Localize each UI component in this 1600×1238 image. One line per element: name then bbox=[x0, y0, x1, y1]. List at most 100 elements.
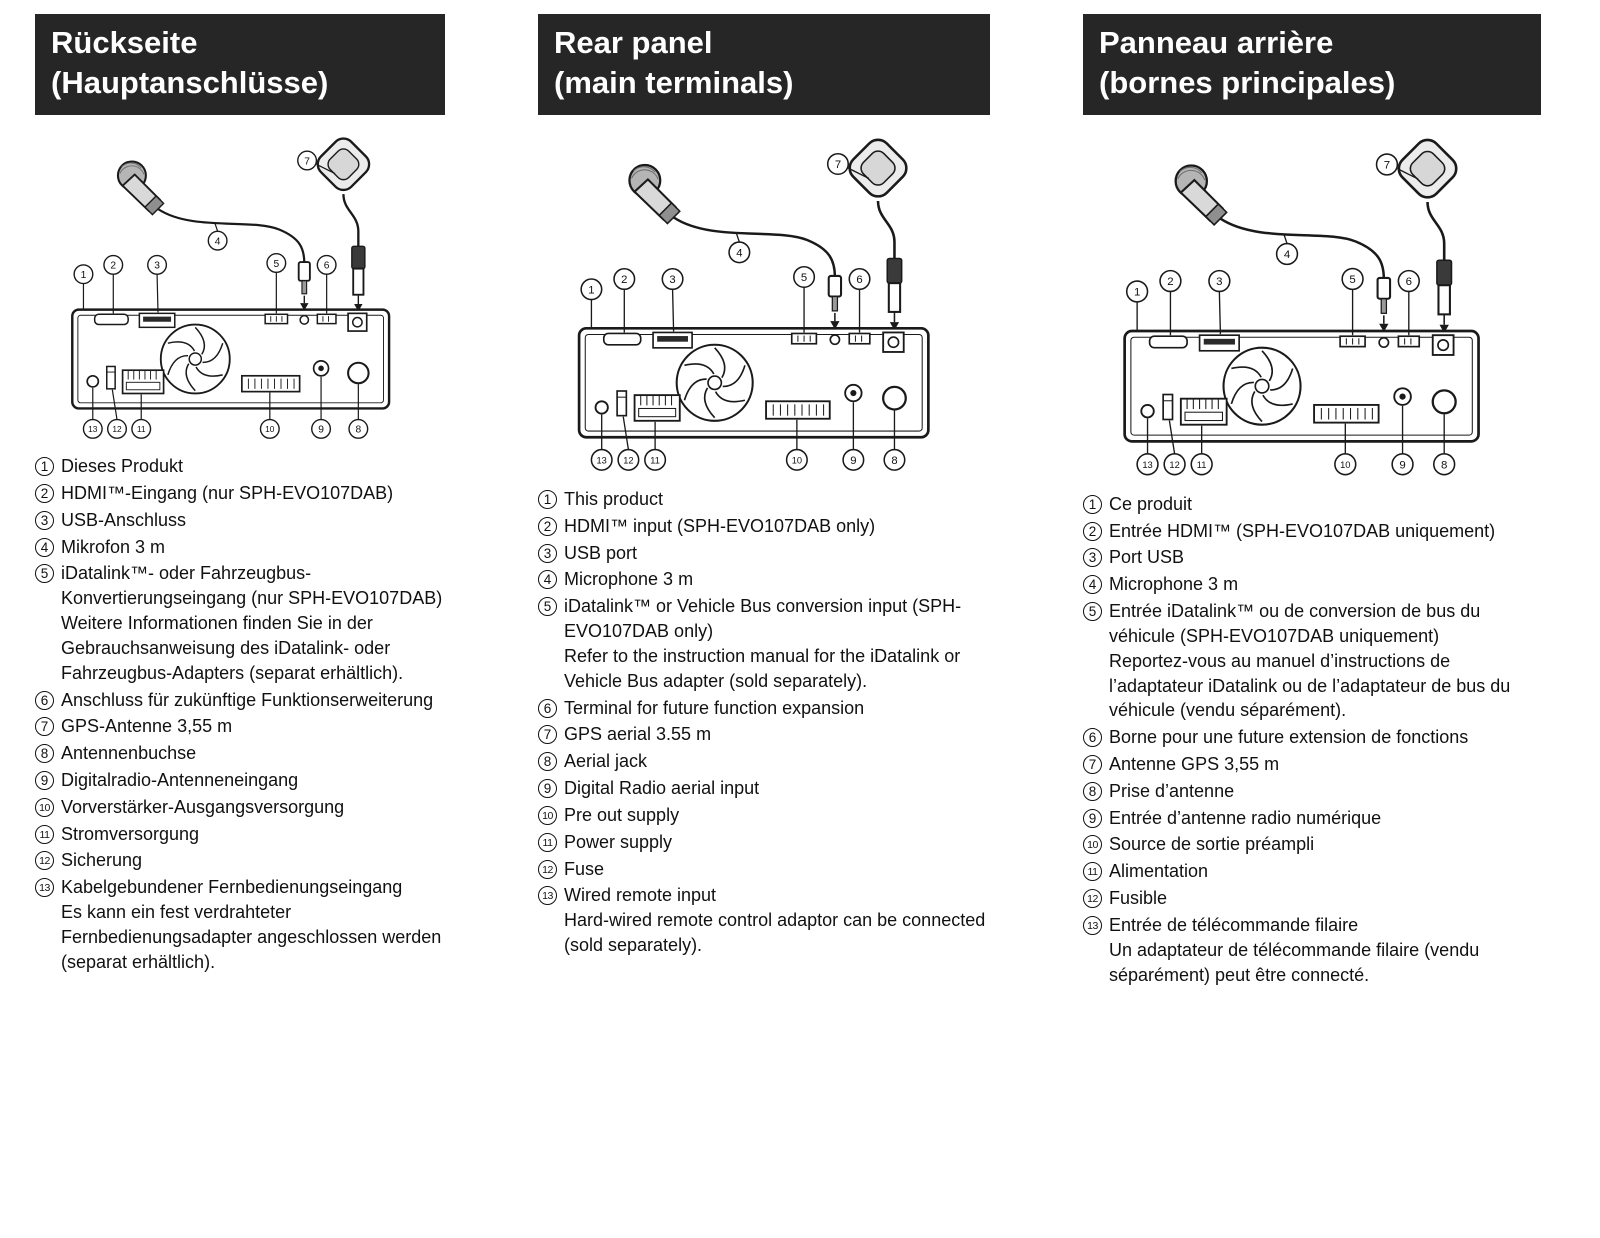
item-text: Kabelgebundener Fernbedienungseingang bbox=[61, 877, 403, 898]
circled-number: 11 bbox=[538, 832, 557, 852]
section-header: Rear panel (main terminals) bbox=[538, 14, 990, 115]
circled-number: 12 bbox=[35, 851, 54, 871]
svg-text:12: 12 bbox=[112, 424, 122, 434]
list-item: 3 Port USB bbox=[1083, 545, 1541, 570]
item-text: Antennenbuchse bbox=[61, 743, 197, 764]
circled-number: 4 bbox=[35, 537, 54, 557]
power-connector bbox=[1179, 397, 1228, 426]
gps-connector bbox=[347, 312, 368, 332]
circled-number: 1 bbox=[538, 490, 557, 509]
circled-number: 7 bbox=[35, 717, 54, 737]
expansion-port bbox=[1397, 334, 1421, 348]
item-text: GPS aerial 3.55 m bbox=[564, 724, 712, 745]
list-item: 4 Microphone 3 m bbox=[1083, 572, 1541, 597]
list-item: 11 Alimentation bbox=[1083, 859, 1541, 884]
list-item: 6 Anschluss für zukünftige Funktionserwe… bbox=[35, 688, 445, 713]
list-item: 2 HDMI™-Eingang (nur SPH-EVO107DAB) bbox=[35, 481, 445, 506]
microphone-icon bbox=[628, 163, 843, 329]
gps-connector bbox=[882, 331, 905, 353]
item-text: Dieses Produkt bbox=[61, 456, 184, 477]
circled-number: 9 bbox=[1083, 808, 1102, 828]
gps-antenna-icon bbox=[848, 138, 908, 330]
usb-port bbox=[138, 312, 176, 328]
callouts: 1 2 3 4 5 6 7 13 12 11 10 9 8 bbox=[73, 150, 369, 439]
circled-number: 3 bbox=[538, 543, 557, 563]
item-text: Power supply bbox=[564, 831, 673, 852]
list-item: 13 Kabelgebundener Fernbedienungseingang… bbox=[35, 875, 445, 974]
svg-text:8: 8 bbox=[355, 424, 361, 435]
item-text: iDatalink™- oder Fahrzeugbus-Konvertieru… bbox=[61, 563, 443, 609]
callouts: 1 2 3 4 5 6 7 13 12 11 10 9 8 bbox=[1125, 152, 1456, 476]
preout-connector bbox=[1313, 403, 1380, 424]
expansion-port bbox=[316, 313, 337, 324]
svg-text:10: 10 bbox=[792, 455, 802, 465]
circled-number: 3 bbox=[1083, 548, 1102, 568]
rear-panel-diagram-svg: 1 2 3 4 5 6 7 13 12 11 10 9 8 bbox=[577, 138, 930, 471]
mic-jack bbox=[299, 314, 310, 325]
terminal-list: 1 Ce produit 2 Entrée HDMI™ (SPH-EVO107D… bbox=[1083, 492, 1541, 988]
terminal-list: 1 This product 2 HDMI™ input (SPH-EVO107… bbox=[538, 487, 990, 958]
digital-radio-jack bbox=[1393, 386, 1412, 406]
item-text: USB-Anschluss bbox=[61, 509, 187, 530]
svg-text:11: 11 bbox=[1197, 459, 1207, 469]
circled-number: 13 bbox=[538, 886, 557, 906]
rear-panel-unit bbox=[577, 326, 930, 439]
list-item: 6 Terminal for future function expansion bbox=[538, 696, 990, 721]
usb-port bbox=[652, 331, 693, 349]
list-item: 6 Borne pour une future extension de fon… bbox=[1083, 725, 1541, 750]
svg-text:13: 13 bbox=[1142, 459, 1152, 469]
svg-text:8: 8 bbox=[1441, 459, 1447, 471]
list-item: 11 Stromversorgung bbox=[35, 822, 445, 847]
power-connector bbox=[121, 368, 165, 394]
circled-number: 2 bbox=[538, 516, 557, 536]
list-item: 13 Entrée de télécommande filaire Un ada… bbox=[1083, 913, 1541, 987]
list-item: 9 Digitalradio-Antenneneingang bbox=[35, 768, 445, 793]
usb-port bbox=[1198, 333, 1240, 352]
microphone-icon bbox=[116, 160, 311, 311]
list-item: 5 iDatalink™ or Vehicle Bus conversion i… bbox=[538, 594, 990, 693]
list-item: 1 Ce produit bbox=[1083, 492, 1541, 517]
item-text: HDMI™ input (SPH-EVO107DAB only) bbox=[564, 515, 876, 536]
circled-number: 8 bbox=[35, 744, 54, 764]
language-column: Rear panel (main terminals) bbox=[538, 14, 990, 989]
circled-number: 7 bbox=[1083, 754, 1102, 774]
wired-remote-jack bbox=[594, 399, 609, 415]
aerial-jack bbox=[882, 385, 907, 411]
svg-text:11: 11 bbox=[650, 455, 660, 465]
hdmi-port bbox=[602, 332, 642, 346]
section-title-line2: (main terminals) bbox=[554, 65, 794, 101]
preout-connector bbox=[765, 399, 831, 420]
section-title-line1: Rückseite bbox=[51, 25, 198, 60]
svg-text:12: 12 bbox=[623, 455, 633, 465]
item-text: Microphone 3 m bbox=[1109, 574, 1239, 595]
svg-text:11: 11 bbox=[137, 424, 146, 434]
svg-text:6: 6 bbox=[324, 260, 330, 271]
circled-number: 9 bbox=[35, 771, 54, 790]
list-item: 9 Digital Radio aerial input bbox=[538, 776, 990, 801]
list-item: 7 Antenne GPS 3,55 m bbox=[1083, 752, 1541, 777]
svg-text:7: 7 bbox=[304, 156, 310, 167]
callouts: 1 2 3 4 5 6 7 13 12 11 10 9 8 bbox=[580, 152, 906, 471]
item-text: Pre out supply bbox=[564, 804, 680, 825]
circled-number: 10 bbox=[538, 805, 557, 825]
list-item: 4 Microphone 3 m bbox=[538, 567, 990, 592]
fuse bbox=[1162, 393, 1174, 420]
wired-remote-jack bbox=[86, 374, 100, 388]
svg-text:3: 3 bbox=[154, 260, 160, 271]
manual-page: Rückseite (Hauptanschlüsse) bbox=[35, 14, 1541, 989]
item-text: GPS-Antenne 3,55 m bbox=[61, 716, 233, 737]
circled-number: 1 bbox=[1083, 494, 1102, 514]
circled-number: 6 bbox=[35, 690, 54, 710]
circled-number: 1 bbox=[35, 457, 54, 477]
rear-panel-diagram-svg: 1 2 3 4 5 6 7 13 12 11 10 9 8 bbox=[71, 137, 391, 439]
aerial-jack bbox=[1431, 388, 1457, 414]
terminal-list: 1 Dieses Produkt 2 HDMI™-Eingang (nur SP… bbox=[35, 454, 445, 975]
item-text: USB port bbox=[564, 542, 638, 563]
list-item: 4 Mikrofon 3 m bbox=[35, 535, 445, 560]
list-item: 9 Entrée d’antenne radio numérique bbox=[1083, 806, 1541, 831]
list-item: 7 GPS aerial 3.55 m bbox=[538, 722, 990, 747]
svg-text:3: 3 bbox=[1216, 276, 1222, 288]
rear-panel-unit bbox=[71, 308, 391, 410]
list-item: 12 Fusible bbox=[1083, 886, 1541, 911]
item-note: Refer to the instruction manual for the … bbox=[564, 645, 961, 691]
